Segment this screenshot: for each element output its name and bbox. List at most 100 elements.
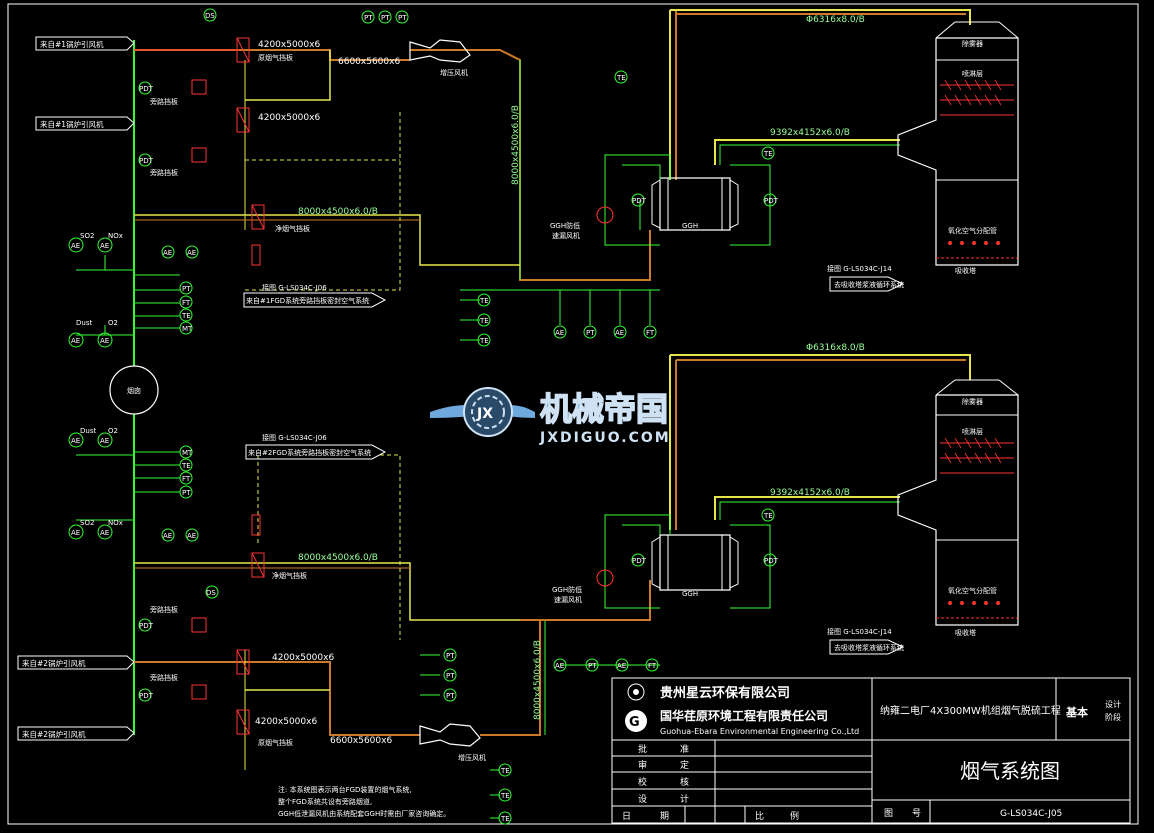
fan-label-1: 增压风机 [440, 68, 468, 77]
ref-drawing-4: 接图 G-LS034C-J14 [827, 627, 892, 636]
inst-te-l3: TE [500, 792, 510, 800]
duct-label-bot2: 4200x5000x6 [255, 717, 317, 727]
tower-label-demister-1: 除雾器 [962, 39, 983, 48]
inst-ae-l4: AE [100, 529, 109, 537]
drawing-number: G-LS034C-J05 [1000, 809, 1062, 819]
tb-check-1: 校 [638, 776, 647, 788]
inst-ae-u8: AE [187, 249, 196, 257]
damper-label-d: 净烟气挡板 [272, 571, 307, 580]
inst-pdt-u1: PDT [632, 197, 647, 205]
inlet-3: 来自#2锅炉引风机 [17, 655, 135, 670]
duct-label-top3: 4200x5000x6 [258, 113, 320, 123]
fan-label-2: 增压风机 [458, 753, 486, 762]
chimney: 烟囱 [109, 365, 159, 415]
inst-ae-l1: AE [71, 437, 80, 445]
absorber-tower-1: 除雾器 喷淋层 氧化空气分配管 吸收塔 [897, 21, 1019, 275]
company-logo-1 [627, 683, 645, 701]
inst-pdt-u2: PDT [764, 197, 779, 205]
ggh-1-lines [604, 154, 771, 246]
instruments-upper [76, 255, 660, 341]
design-stage-r2: 阶段 [1105, 712, 1121, 722]
ref-label-4: 去吸收塔浆液循环系统 [834, 643, 904, 652]
tb-scale-2: 例 [790, 810, 799, 822]
tb-design-2: 计 [680, 793, 689, 805]
damper-label-b: 旁路挡板 [150, 97, 178, 106]
inst-nox-l: NOx [108, 519, 123, 527]
inst-pt-l4: PT [446, 692, 455, 700]
inst-dust-l: Dust [80, 427, 96, 435]
ggh-1: GGH [651, 177, 739, 231]
inst-pt-u5: PT [398, 14, 407, 22]
inst-ae-l3: AE [71, 529, 80, 537]
inst-dust-u: Dust [76, 319, 92, 327]
tb-approve-2: 准 [680, 744, 689, 755]
watermark-badge: JX [476, 406, 493, 422]
company-name-1: 贵州星云环保有限公司 [660, 685, 790, 701]
ref-drawing-1: 接图 G-LS034C-J06 [262, 283, 327, 292]
duct-label-pipe2: Φ6316x8.0/B [806, 343, 865, 353]
watermark-en: JXDIGUO.COM [539, 430, 671, 446]
chimney-label: 烟囱 [127, 386, 141, 395]
inst-ft-u1: FT [182, 299, 191, 307]
ggh-fan-1: GGH防低 速漏风机 [550, 206, 614, 240]
inst-ft-u2: FT [646, 329, 655, 337]
company-name-2: 国华荏原环境工程有限责任公司 [660, 708, 828, 723]
duct-label-main2: 8000x4500x6.0/B [298, 553, 378, 563]
inst-pt-u3: PT [364, 14, 373, 22]
inst-te-u3: TE [479, 317, 489, 325]
ggh-fan-label-1a: GGH防低 [550, 221, 580, 230]
tb-check-2: 核 [680, 776, 689, 788]
absorber-tower-2: 除雾器 喷淋层 氧化空气分配管 吸收塔 [897, 379, 1019, 637]
ggh-label-1: GGH [682, 222, 698, 230]
ggh-fan-label-2b: 速漏风机 [554, 595, 582, 604]
inst-ae-l2: AE [100, 437, 109, 445]
inst-o2-u: O2 [108, 319, 118, 327]
inst-pdt-u4: PDT [139, 157, 154, 165]
instrument-bubbles-upper: PT FT TE MT AE AE AE AE TE TE TE AE PT A… [68, 8, 779, 348]
booster-fan-2: 增压风机 [419, 723, 486, 762]
title-block [611, 677, 1131, 824]
inst-te-u5: TE [616, 74, 626, 82]
design-stage-r1: 设计 [1105, 699, 1121, 709]
inst-te-u4: TE [479, 337, 489, 345]
damper-label-a: 原烟气挡板 [258, 53, 293, 62]
tb-scale-1: 比 [755, 810, 764, 822]
inst-ae-l8: AE [187, 532, 196, 540]
ref-drawing-2: 接图 G-LS034C-J06 [262, 433, 327, 442]
tower-label-demister-2: 除雾器 [962, 397, 983, 406]
inst-pds-u: DS [205, 12, 215, 20]
tower-label-spray-1: 喷淋层 [962, 69, 983, 78]
ggh-fan-2: GGH防低 速漏风机 [552, 569, 614, 604]
inst-pt-l5: PT [588, 662, 597, 670]
inst-pt-l1: PT [182, 489, 191, 497]
inst-te-l1: TE [181, 462, 191, 470]
watermark: JX 机械帝国 JXDIGUO.COM [430, 387, 671, 446]
inst-te-l2: TE [500, 767, 510, 775]
instruments-lower [76, 451, 660, 819]
ref-label-3: 去吸收塔浆液循环系统 [834, 280, 904, 289]
lower-ducts [134, 354, 971, 770]
ggh-label-2: GGH [682, 590, 698, 598]
tower-label-oxair-2: 氧化空气分配管 [948, 586, 997, 595]
booster-fan-1: 增压风机 [409, 39, 471, 77]
ref-arrow-1: 来自#1FGD系统旁路挡板密封空气系统 接图 G-LS034C-J06 [243, 283, 387, 308]
design-stage: 基本 [1065, 705, 1088, 719]
inst-te-l4: TE [500, 815, 510, 823]
watermark-emblem: JX [430, 387, 535, 437]
inst-mt-l1: MT [182, 449, 193, 457]
inst-pds-l: DS [206, 589, 216, 597]
ref-arrow-2: 来自#2FGD系统旁路挡板密封空气系统 接图 G-LS034C-J06 [245, 433, 387, 460]
ref-label-1: 来自#1FGD系统旁路挡板密封空气系统 [246, 296, 369, 305]
duct-label-main1: 8000x4500x6.0/B [298, 207, 378, 217]
inst-te-u2: TE [479, 297, 489, 305]
tower-label-spray-2: 喷淋层 [962, 427, 983, 436]
inst-pdt-u3: PDT [139, 85, 154, 93]
tb-review-1: 审 [638, 759, 647, 771]
inst-te-u6: TE [763, 150, 773, 158]
notes: 注: 本系统图表示两台FGD装置的烟气系统, 整个FGD系统共设有旁路烟道, G… [278, 785, 450, 818]
drawno-label-2: 号 [912, 808, 921, 819]
duct-label-pipe1: Φ6316x8.0/B [806, 15, 865, 25]
ggh-fan-label-1b: 速漏风机 [552, 231, 580, 240]
duct-label-vert1: 8000x4500x6.0/B [511, 105, 521, 185]
inst-pdt-l3: PDT [139, 622, 154, 630]
